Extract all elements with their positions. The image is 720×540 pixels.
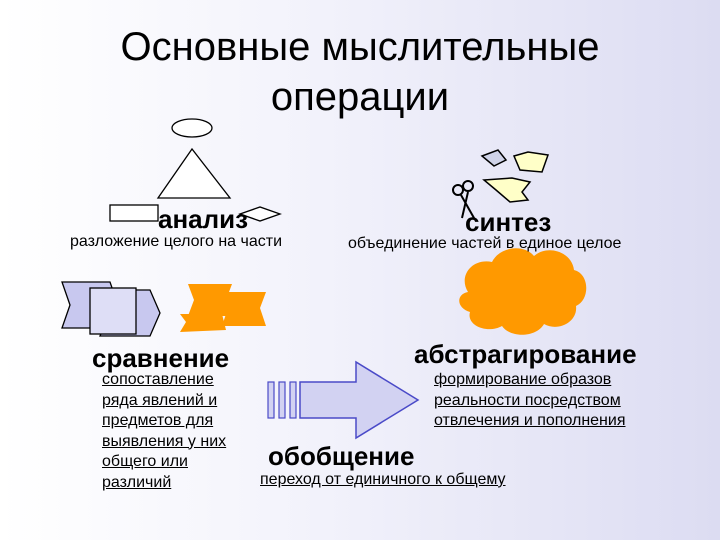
analysis-ellipse [171, 118, 213, 138]
paper-scrap-icon [482, 177, 532, 203]
comparison-description-line: сопоставление [102, 371, 214, 388]
comparison-description: сопоставление ряда явлений и предметов д… [102, 370, 226, 493]
comparison-description-line: выявления у них [102, 432, 227, 450]
comparison-card [89, 287, 137, 335]
comparison-description-line: общего или [102, 453, 188, 470]
orange-shape [220, 292, 266, 326]
synthesis-figure [452, 149, 550, 219]
title-line-1: Основные мыслительные [120, 25, 600, 69]
comparison-description-line: ряда явлений и [102, 391, 218, 409]
title-line-2: операции [270, 75, 450, 119]
generalization-name: обобщение [268, 441, 415, 471]
arrow-stripe [289, 381, 297, 419]
abstraction-description-line: формирование образов [434, 371, 612, 388]
analysis-rectangle [109, 204, 159, 222]
comparison-figure [61, 281, 161, 337]
comparison-description-line: предметов для [102, 412, 214, 429]
synthesis-name: синтез [465, 207, 552, 237]
synthesis-description: объединение частей в единое целое [348, 235, 622, 252]
slide-title: Основные мыслительные операции [40, 22, 680, 122]
analysis-description: разложение целого на части [70, 233, 282, 250]
generalization-arrow [267, 360, 420, 440]
abstraction-description-line: реальности посредством [434, 391, 621, 409]
orange-shape [180, 314, 226, 332]
abstraction-name: абстрагирование [414, 339, 637, 369]
generalization-description: переход от единичного к общему [260, 471, 506, 488]
analysis-name: анализ [158, 204, 249, 234]
arrow-stripe [267, 381, 275, 419]
analysis-diamond [238, 206, 282, 222]
arrow-stripe [278, 381, 286, 419]
orange-shapes [180, 284, 266, 332]
comparison-description-line: различий [102, 473, 172, 491]
abstraction-cloud [459, 248, 587, 335]
comparison-name: сравнение [92, 343, 230, 373]
paper-scrap-icon [512, 151, 550, 173]
arrow-body [299, 360, 420, 440]
scissors-icon [452, 180, 475, 219]
paper-scrap-icon [480, 149, 508, 167]
abstraction-description-line: отвлечения и пополнения [434, 412, 626, 429]
analysis-triangle [156, 147, 232, 199]
analysis-figure [109, 118, 282, 222]
abstraction-description: формирование образов реальности посредст… [434, 370, 626, 432]
